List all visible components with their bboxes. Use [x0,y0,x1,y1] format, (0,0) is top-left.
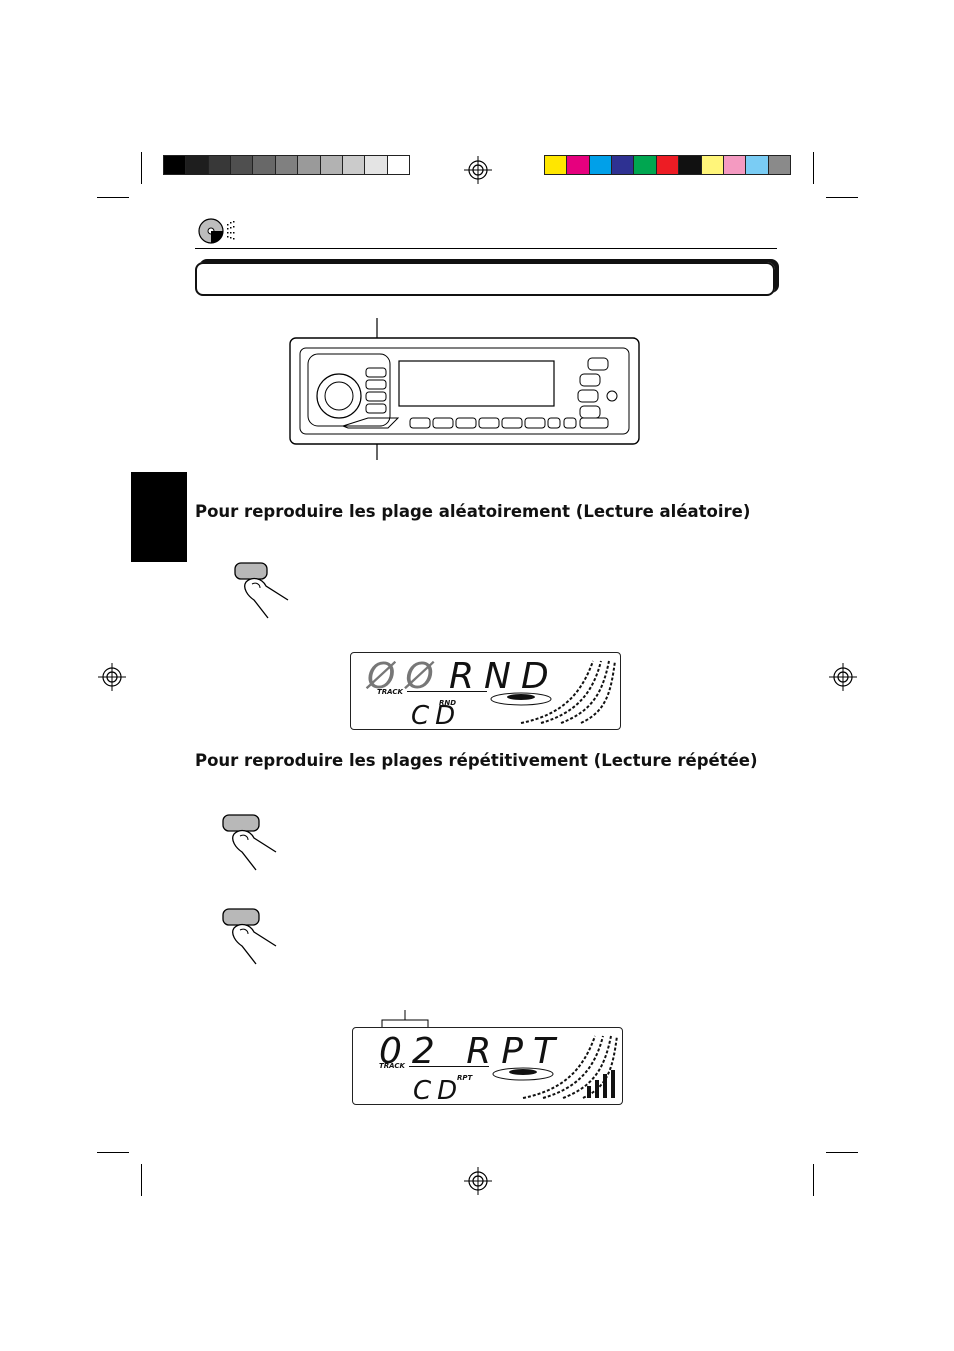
color-swatch [656,156,680,174]
grayscale-calibration-bar [163,155,410,175]
gray-swatch [164,156,187,174]
gray-swatch [365,156,388,174]
color-swatch [701,156,724,174]
section-rule [195,248,777,249]
heading-random-play: Pour reproduire les plage aléatoirement … [195,502,751,521]
lcd-source-text: CD [411,701,462,731]
gray-swatch [275,156,299,174]
crop-mark [813,152,814,184]
crop-mark [97,197,129,198]
lcd-display-repeat: 02 RPT TRACK RPT CD [352,1027,623,1105]
crop-mark [813,1164,814,1196]
color-swatch [545,156,568,174]
gray-swatch [298,156,321,174]
color-calibration-bar [544,155,791,175]
gray-swatch [253,156,276,174]
lcd-track-label: TRACK [379,1062,405,1070]
color-swatch [768,156,790,174]
lcd-main-text: 02 RPT [379,1031,565,1072]
crop-mark [141,1164,142,1196]
finger-press-icon [222,814,277,871]
crop-mark [826,197,858,198]
car-stereo-illustration [289,318,640,460]
color-swatch [589,156,613,174]
lcd-mode-indicator: RND [439,699,457,707]
lcd-track-label: TRACK [377,688,403,696]
color-swatch [612,156,635,174]
cd-disc-icon [198,218,235,244]
color-swatch [746,156,769,174]
registration-mark-icon [464,156,492,184]
gray-swatch [208,156,232,174]
lcd-divider [407,691,487,692]
gray-swatch [231,156,254,174]
gray-swatch [387,156,409,174]
crop-mark [141,152,142,184]
lcd-spectrum-graphic [490,660,616,724]
registration-mark-icon [98,663,126,691]
color-swatch [567,156,590,174]
lcd-track-placeholder: ØØ [367,656,444,697]
lcd-spectrum-graphic [492,1035,618,1099]
crop-mark [97,1152,129,1153]
registration-mark-icon [464,1167,492,1195]
color-swatch [723,156,747,174]
section-title-box [195,262,775,296]
gray-swatch [186,156,209,174]
gray-swatch [320,156,343,174]
heading-repeat-play: Pour reproduire les plages répétitivemen… [195,751,758,770]
lcd-main-text: RND [449,656,559,697]
language-tab [131,472,187,562]
lcd-divider [409,1066,489,1067]
registration-mark-icon [829,663,857,691]
lcd-display-random: ØØ RND TRACK RND CD [350,652,621,730]
track-number-bracket [381,1010,429,1030]
gray-swatch [342,156,366,174]
color-swatch [634,156,657,174]
finger-press-icon [234,562,289,619]
finger-press-icon [222,908,277,965]
lcd-mode-indicator: RPT [457,1074,473,1082]
lcd-source-text: CD [413,1076,464,1106]
crop-mark [826,1152,858,1153]
color-swatch [679,156,702,174]
